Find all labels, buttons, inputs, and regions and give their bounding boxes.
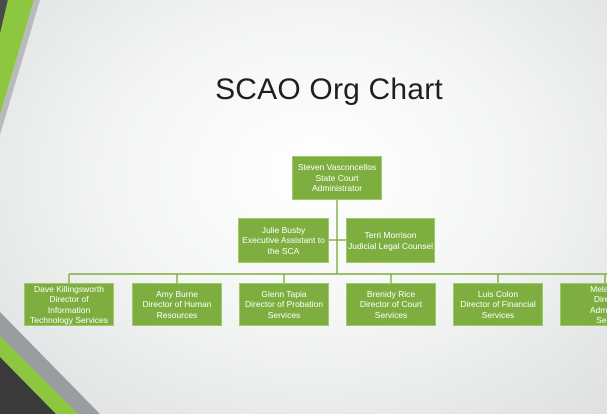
node-role-line-2: Resources — [156, 309, 198, 320]
node-role-line-3: Technology Services — [30, 315, 108, 325]
node-role-line-1: Director of Probation — [245, 299, 323, 310]
node-role-line-1: Director of Financial — [460, 299, 536, 310]
node-role-line-2: Information — [47, 304, 91, 315]
node-name: Glenn Tapia — [261, 288, 307, 299]
node-role-line-1: Director of Court — [359, 299, 423, 310]
node-role-line-2: the SCA — [267, 245, 300, 256]
node-role-line-1: State Court — [315, 172, 359, 183]
org-node-director-court-services[interactable]: Brenidy Rice Director of Court Services — [346, 283, 436, 326]
node-role-line-1: Executive Assistant to — [242, 235, 325, 246]
node-name: Julie Busby — [261, 224, 306, 235]
decor-stripe-dark-bottom — [0, 357, 56, 414]
node-name: Terri Morrison — [364, 230, 417, 240]
org-node-state-court-administrator[interactable]: Steven Vasconcellos State Court Administ… — [292, 156, 382, 200]
node-name: Melanie — [590, 283, 607, 294]
node-role-line-1: Director of Human — [142, 299, 212, 310]
org-node-director-probation[interactable]: Glenn Tapia Director of Probation Servic… — [239, 283, 329, 326]
decor-stripe-gray-bottom — [0, 312, 100, 414]
org-node-executive-assistant[interactable]: Julie Busby Executive Assistant to the S… — [238, 218, 329, 263]
node-role-line-2: Services — [374, 309, 408, 320]
org-node-director-hr[interactable]: Amy Burne Director of Human Resources — [132, 283, 222, 326]
node-name: Dave Killingsworth — [34, 283, 104, 294]
node-role-line-2: Services — [267, 309, 301, 320]
org-node-judicial-legal-counsel[interactable]: Terri Morrison Judicial Legal Counsel — [346, 218, 435, 263]
org-node-director-administrative[interactable]: Melanie Direct Adminis Serv — [560, 283, 607, 326]
page-title: SCAO Org Chart — [215, 73, 443, 106]
org-node-director-financial[interactable]: Luis Colon Director of Financial Service… — [453, 283, 543, 326]
node-name: Amy Burne — [155, 288, 199, 299]
org-node-director-it[interactable]: Dave Killingsworth Director of Informati… — [24, 283, 114, 326]
node-role-line-3: Serv — [596, 315, 607, 325]
node-role-line-2: Services — [481, 309, 515, 320]
node-role-line-2: Adminis — [589, 304, 607, 315]
node-role-line-1: Judicial Legal Counsel — [347, 240, 434, 251]
node-role-line-2: Administrator — [311, 183, 363, 194]
decor-stripe-gray-top — [0, 0, 40, 135]
node-name: Steven Vasconcellos — [297, 162, 377, 173]
node-role-line-1: Director of — [49, 294, 89, 304]
node-role-line-1: Direct — [593, 294, 607, 304]
decor-stripe-green-bottom — [0, 336, 78, 414]
node-name: Brenidy Rice — [366, 288, 416, 299]
node-name: Luis Colon — [477, 288, 519, 299]
